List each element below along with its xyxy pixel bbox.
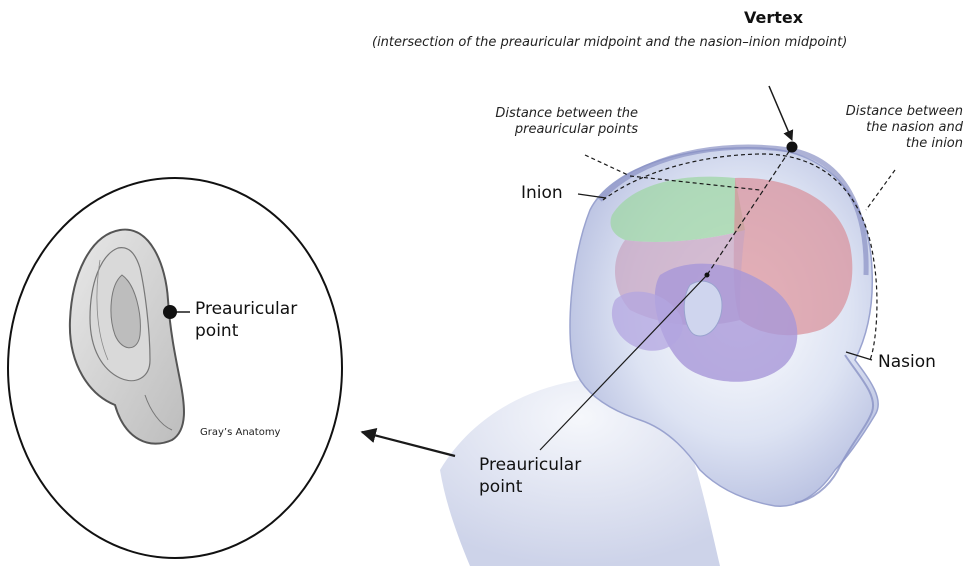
note-nasion-line-3: the inion bbox=[817, 136, 963, 152]
note-preauricular-leader bbox=[585, 155, 628, 175]
preauricular-point-icon bbox=[163, 305, 177, 319]
head-illustration bbox=[440, 147, 878, 566]
head-preauricular-label: Preauricular point bbox=[479, 454, 581, 498]
inion-label: Inion bbox=[521, 182, 563, 204]
vertex-title: Vertex bbox=[744, 8, 803, 27]
note-nasion-line-1: Distance between bbox=[817, 104, 963, 120]
arrow-icon bbox=[362, 432, 455, 456]
head-preauricular-label-line-1: Preauricular bbox=[479, 454, 581, 476]
ear-preauricular-label-line-2: point bbox=[195, 320, 297, 342]
ear-preauricular-label: Preauricular point bbox=[195, 298, 297, 342]
vertex-subtitle: (intersection of the preauricular midpoi… bbox=[372, 35, 847, 50]
vertex-leader-line bbox=[769, 86, 792, 140]
vertex-point-icon bbox=[787, 142, 798, 153]
note-preauricular-distance: Distance between the preauricular points bbox=[468, 106, 638, 138]
note-preauricular-line-2: preauricular points bbox=[468, 122, 638, 138]
grays-anatomy-credit: Gray’s Anatomy bbox=[200, 427, 280, 438]
note-nasion-leader bbox=[866, 170, 895, 210]
ear-preauricular-label-line-1: Preauricular bbox=[195, 298, 297, 320]
note-preauricular-line-1: Distance between the bbox=[468, 106, 638, 122]
note-nasion-line-2: the nasion and bbox=[817, 120, 963, 136]
note-nasion-inion-distance: Distance between the nasion and the inio… bbox=[817, 104, 963, 152]
head-preauricular-label-line-2: point bbox=[479, 476, 581, 498]
nasion-label: Nasion bbox=[878, 351, 936, 373]
